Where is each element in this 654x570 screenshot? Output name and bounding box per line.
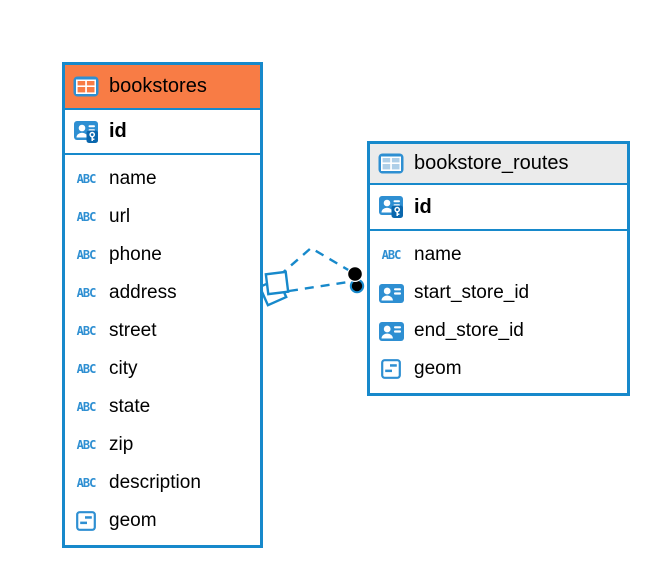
text-type-icon: ABC [381, 248, 402, 262]
column-name: state [109, 396, 151, 417]
column-row-id[interactable]: id [370, 185, 627, 231]
relationship-line-upper[interactable] [278, 246, 351, 277]
column-name: id [109, 120, 127, 142]
column-row-name[interactable]: ABC name [370, 244, 627, 266]
column-row-zip[interactable]: ABC zip [65, 434, 260, 456]
geometry-type-icon [72, 511, 100, 531]
column-name: start_store_id [414, 282, 530, 303]
column-list: ABC name start_store_id end_store_id ge [370, 231, 627, 393]
text-type-icon: ABC [76, 400, 97, 414]
table-name: bookstores [109, 75, 207, 97]
column-name: city [109, 358, 138, 379]
column-row-name[interactable]: ABC name [65, 168, 260, 190]
column-name: phone [109, 244, 162, 265]
table-bookstores[interactable]: bookstores id ABC name ABC url ABC phone… [62, 62, 263, 548]
text-type-icon: ABC [76, 210, 97, 224]
column-name: name [414, 244, 462, 265]
text-type-icon: ABC [76, 476, 97, 490]
column-name: geom [109, 510, 157, 531]
column-name: name [109, 168, 157, 189]
column-row-description[interactable]: ABC description [65, 472, 260, 494]
table-icon [72, 76, 100, 97]
table-name: bookstore_routes [414, 152, 569, 174]
text-type-icon: ABC [76, 324, 97, 338]
text-type-icon: ABC [76, 248, 97, 262]
foreign-key-icon [377, 322, 405, 341]
column-row-geom[interactable]: geom [370, 358, 627, 380]
column-name: geom [414, 358, 462, 379]
column-name: zip [109, 434, 134, 455]
table-icon [377, 153, 405, 174]
column-row-geom[interactable]: geom [65, 510, 260, 532]
table-header-bookstore-routes[interactable]: bookstore_routes [370, 144, 627, 185]
target-marker-stacked-dots-icon [347, 266, 365, 294]
column-row-street[interactable]: ABC street [65, 320, 260, 342]
text-type-icon: ABC [76, 438, 97, 452]
column-name: url [109, 206, 131, 227]
column-row-address[interactable]: ABC address [65, 282, 260, 304]
text-type-icon: ABC [76, 172, 97, 186]
column-row-phone[interactable]: ABC phone [65, 244, 260, 266]
column-name: end_store_id [414, 320, 524, 341]
relationship-line-lower[interactable] [288, 280, 349, 293]
text-type-icon: ABC [76, 362, 97, 376]
column-row-url[interactable]: ABC url [65, 206, 260, 228]
primary-key-icon [377, 196, 405, 218]
foreign-key-icon [377, 284, 405, 303]
primary-key-icon [72, 121, 100, 143]
column-row-end-store-id[interactable]: end_store_id [370, 320, 627, 342]
geometry-type-icon [377, 359, 405, 379]
table-bookstore-routes[interactable]: bookstore_routes id ABC name start_store… [367, 141, 630, 396]
column-row-start-store-id[interactable]: start_store_id [370, 282, 627, 304]
column-name: description [109, 472, 201, 493]
column-row-city[interactable]: ABC city [65, 358, 260, 380]
source-marker-stacked-squares-icon [258, 270, 290, 307]
text-type-icon: ABC [76, 286, 97, 300]
column-list: ABC name ABC url ABC phone ABC address A… [65, 155, 260, 545]
table-header-bookstores[interactable]: bookstores [65, 65, 260, 110]
column-name: street [109, 320, 157, 341]
column-row-id[interactable]: id [65, 110, 260, 155]
column-name: id [414, 195, 432, 218]
column-name: address [109, 282, 177, 303]
column-row-state[interactable]: ABC state [65, 396, 260, 418]
